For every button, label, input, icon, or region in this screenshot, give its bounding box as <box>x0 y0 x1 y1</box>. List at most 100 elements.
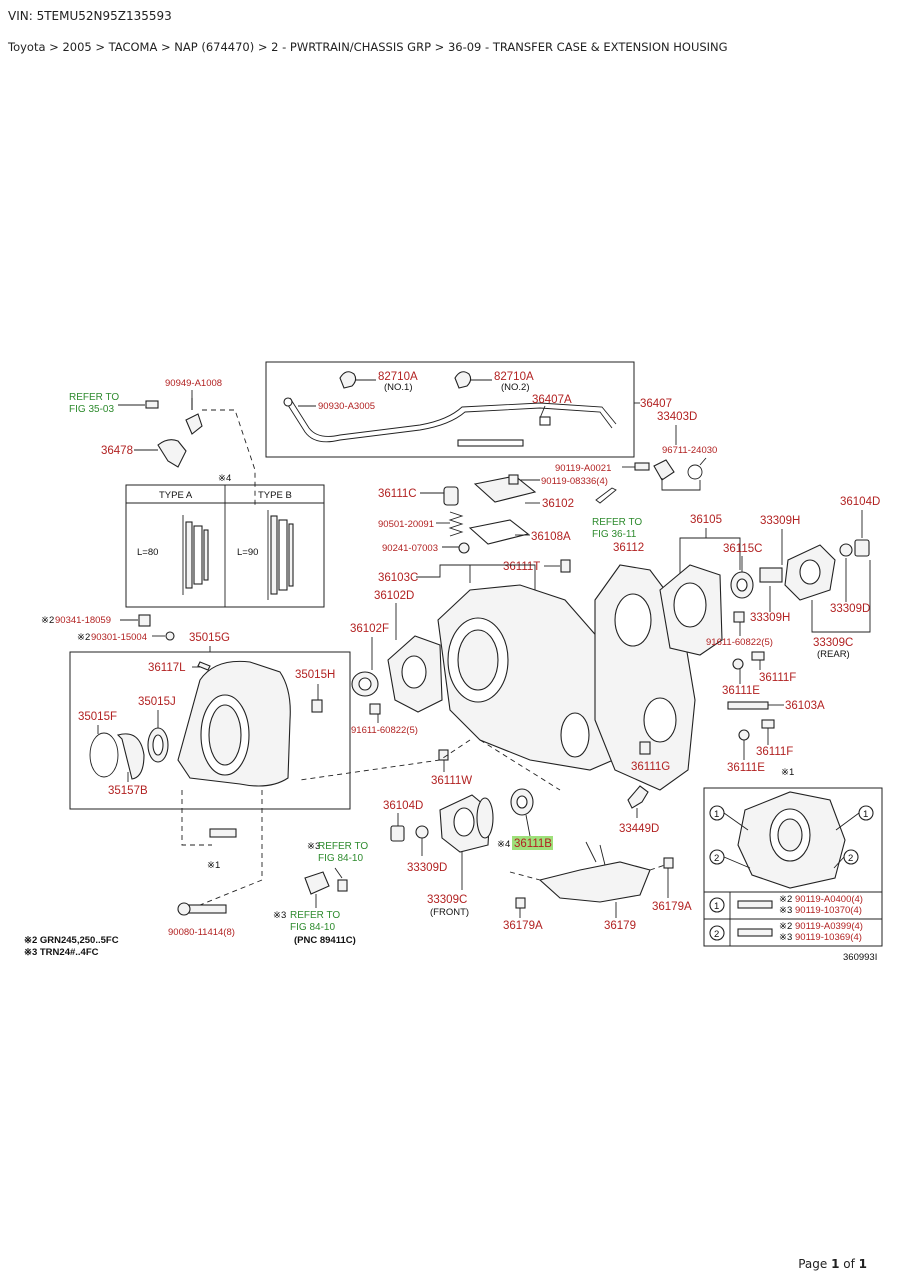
page-mid: of <box>839 1257 859 1271</box>
washer-icon <box>415 825 429 839</box>
label-91611-60822-a: 91611-60822(5) <box>706 637 773 648</box>
pin-icon <box>197 661 211 671</box>
cover-36102 <box>473 475 537 503</box>
bolt-icon <box>185 904 227 914</box>
pnc-89411C: (PNC 89411C) <box>294 935 356 946</box>
type-a-label: TYPE A <box>159 490 193 501</box>
label-82710A-no1: 82710A <box>378 371 418 383</box>
speed-sensor <box>304 871 330 895</box>
spring-icon <box>448 511 464 537</box>
seal-type-b <box>267 510 294 600</box>
refer-to-84-10a-line2: FIG 84-10 <box>318 853 363 864</box>
callout-2-a-text: 2 <box>714 853 719 864</box>
label-33309H-a: 33309H <box>760 515 800 527</box>
label-90119-A0400: 90119-A0400(4) <box>795 894 863 905</box>
page-current: 1 <box>831 1257 840 1271</box>
mark-3-d: ※3 <box>779 932 792 943</box>
skid-plate-36179 <box>538 861 651 903</box>
bolt-icon <box>515 897 526 909</box>
nut-36104D-b <box>390 825 405 842</box>
label-90241-07003: 90241-07003 <box>382 543 438 554</box>
plug-36111C <box>443 486 459 506</box>
dust-cover <box>116 733 145 780</box>
label-33309C-a: 33309C <box>813 637 853 649</box>
label-36111C: 36111C <box>378 488 417 500</box>
label-36102D: 36102D <box>374 590 414 602</box>
nut-36104D <box>854 539 870 557</box>
bolt-icon <box>145 400 159 409</box>
label-36179A-b: 36179A <box>652 901 692 913</box>
breadcrumb: Toyota > 2005 > TACOMA > NAP (674470) > … <box>8 40 728 54</box>
callout-1-b-text: 1 <box>863 809 868 820</box>
label-36103C: 36103C <box>378 572 418 584</box>
plug-36111W <box>438 749 449 761</box>
label-90341-18059: 90341-18059 <box>55 615 111 626</box>
label-33309C-b: 33309C <box>427 894 467 906</box>
mark-3-c: ※3 <box>779 905 792 916</box>
figure-number: 360993I <box>843 952 877 963</box>
label-90501-20091: 90501-20091 <box>378 519 434 530</box>
mark-1-b: ※1 <box>781 767 794 778</box>
label-36105: 36105 <box>690 514 722 526</box>
label-35157B: 35157B <box>108 785 148 797</box>
bolt-icon <box>727 701 769 710</box>
label-36111E-a: 36111E <box>722 685 760 697</box>
plug-36111T <box>560 559 571 573</box>
label-36104D-b: 36104D <box>383 800 423 812</box>
vin-text: VIN: 5TEMU52N95Z135593 <box>8 9 172 23</box>
extension-housing-box <box>69 651 351 810</box>
label-36102F: 36102F <box>350 623 389 635</box>
plug-36111F-b <box>761 719 775 729</box>
label-36108A: 36108A <box>531 531 571 543</box>
mark-1-a: ※1 <box>207 860 220 871</box>
label-91611-60822-b: 91611-60822(5) <box>351 725 418 736</box>
page-prefix: Page <box>798 1257 832 1271</box>
label-36111F-a: 36111F <box>759 672 796 684</box>
label-no2: (NO.2) <box>501 382 530 393</box>
gasket-36108A <box>468 519 530 545</box>
callout-2-b-text: 2 <box>848 853 853 864</box>
sensor-33449D <box>627 785 649 809</box>
label-90301-15004: 90301-15004 <box>91 632 147 643</box>
bolt-icon <box>369 703 381 715</box>
mark-4-top: ※4 <box>218 473 231 484</box>
label-82710A-no2: 82710A <box>494 371 534 383</box>
snap-ring-icon <box>89 732 119 778</box>
hose-clip-no1 <box>339 371 357 389</box>
label-36102: 36102 <box>542 498 574 510</box>
label-90080-11414: 90080-11414(8) <box>168 927 235 938</box>
detail-housing <box>737 791 846 889</box>
label-90949-A1008: 90949-A1008 <box>165 378 222 389</box>
bolt-icon <box>663 857 674 869</box>
label-96711-24030: 96711-24030 <box>662 445 717 456</box>
sensor-33403D <box>653 459 675 481</box>
label-36179: 36179 <box>604 920 636 932</box>
label-36111W: 36111W <box>431 775 472 787</box>
label-33309D-b: 33309D <box>407 862 447 874</box>
label-36115C: 36115C <box>723 543 762 555</box>
label-36111B: 36111B <box>514 838 552 850</box>
ball-icon <box>458 542 470 554</box>
label-no1: (NO.1) <box>384 382 413 393</box>
refer-to-36-11-line1: REFER TO <box>592 517 642 528</box>
label-36111E-b: 36111E <box>727 762 765 774</box>
label-90119-A0399: 90119-A0399(4) <box>795 921 863 932</box>
plug-icon <box>138 614 151 627</box>
label-36407A: 36407A <box>532 394 572 406</box>
bolt-icon <box>737 900 773 909</box>
row-callout-2-text: 2 <box>714 929 719 940</box>
length-80: L=80 <box>137 547 158 558</box>
washer-icon <box>839 543 853 557</box>
label-33449D: 33449D <box>619 823 659 835</box>
note-mark-3: ※3 TRN24#..4FC <box>24 947 99 958</box>
label-36117L: 36117L <box>148 662 186 674</box>
label-36103A: 36103A <box>785 700 825 712</box>
note-mark-2: ※2 GRN245,250..5FC <box>24 935 119 946</box>
bolt-icon <box>337 879 348 892</box>
label-33309D-a: 33309D <box>830 603 870 615</box>
label-35015F: 35015F <box>78 711 117 723</box>
mark-2-b: ※2 <box>77 632 90 643</box>
bolt-icon <box>733 611 745 623</box>
hose-36407A <box>283 397 617 447</box>
label-35015G: 35015G <box>189 632 230 644</box>
